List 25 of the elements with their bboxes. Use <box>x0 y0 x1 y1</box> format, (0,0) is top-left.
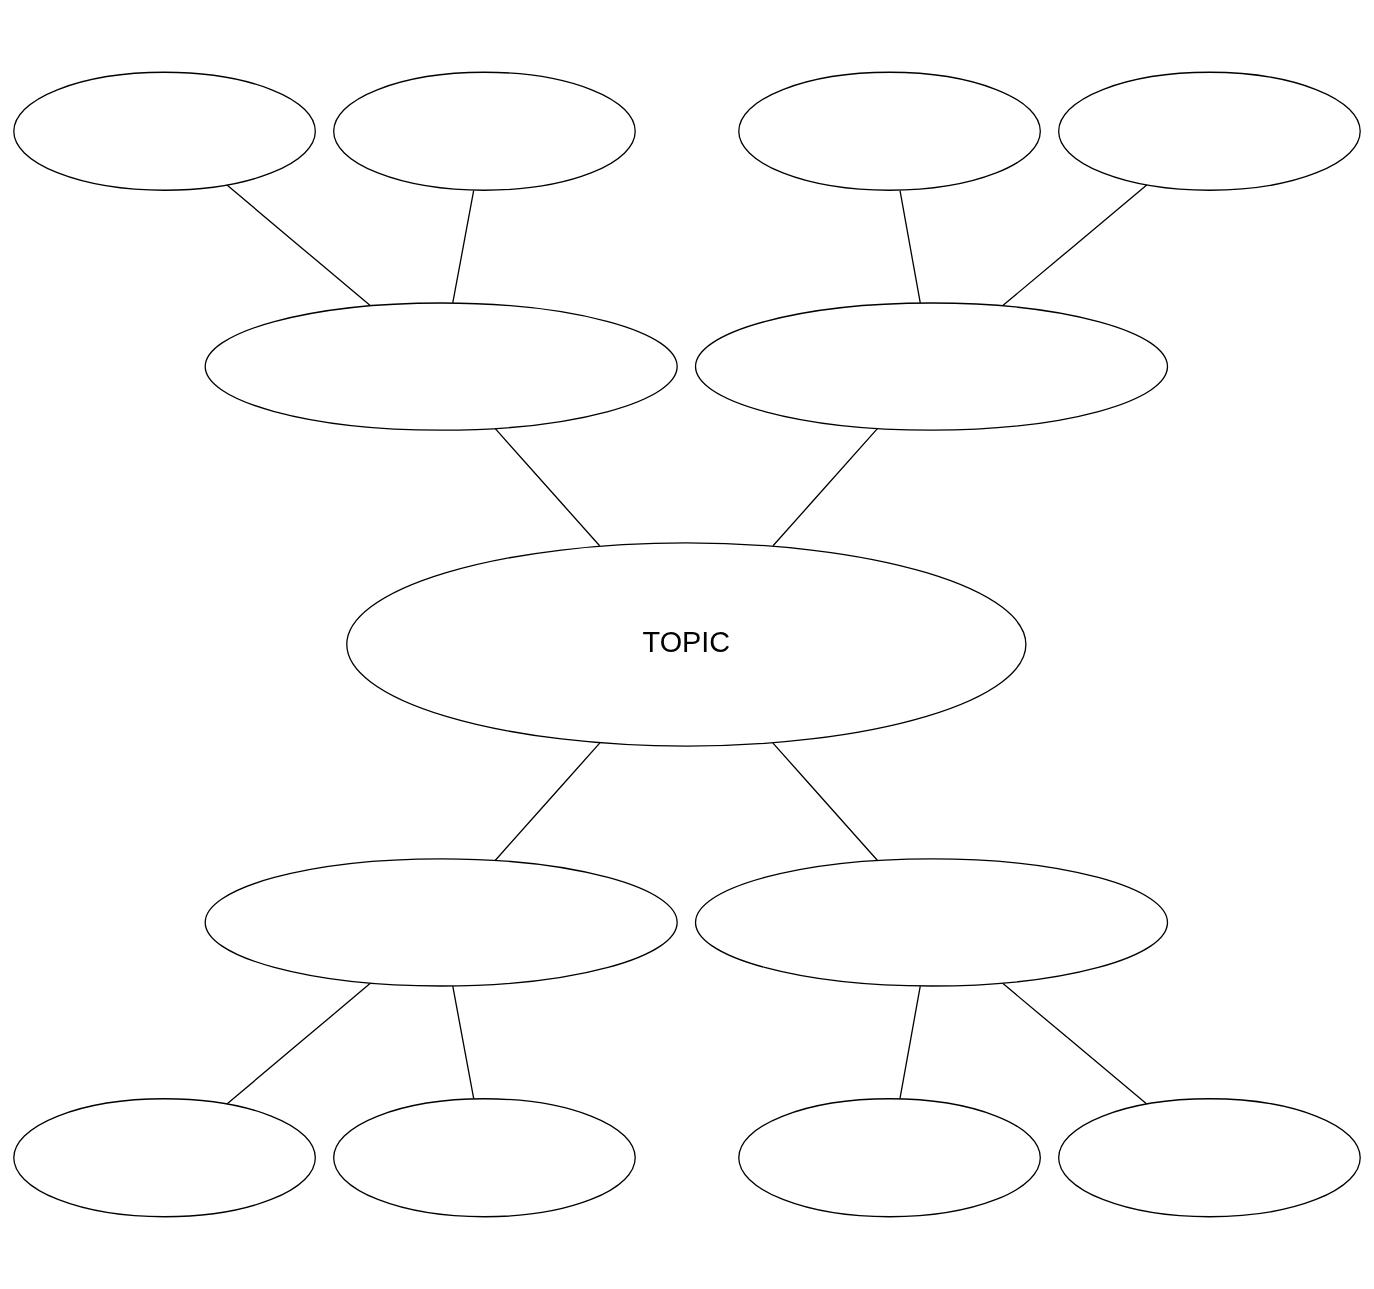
node-ellipse <box>204 302 678 431</box>
node-ellipse <box>204 858 678 987</box>
node-ellipse <box>694 858 1169 987</box>
connector <box>494 428 601 547</box>
connector <box>899 190 921 304</box>
connector <box>226 982 371 1105</box>
connector <box>1002 982 1148 1105</box>
connector <box>494 742 601 862</box>
node-ellipse <box>333 1098 636 1218</box>
connector <box>226 184 371 307</box>
node-ellipse <box>694 302 1169 431</box>
connector <box>772 742 879 862</box>
connector <box>452 985 475 1100</box>
node-ellipse <box>13 71 316 191</box>
node-ellipse <box>738 71 1041 191</box>
connector <box>1002 184 1148 307</box>
node-ellipse <box>738 1098 1041 1218</box>
node-ellipse: TOPIC <box>346 542 1027 747</box>
connector <box>772 428 879 547</box>
node-ellipse <box>13 1098 316 1218</box>
node-ellipse <box>1058 1098 1361 1218</box>
node-ellipse <box>1058 71 1361 191</box>
connector <box>452 190 475 304</box>
connector <box>899 985 921 1100</box>
node-ellipse <box>333 71 636 191</box>
